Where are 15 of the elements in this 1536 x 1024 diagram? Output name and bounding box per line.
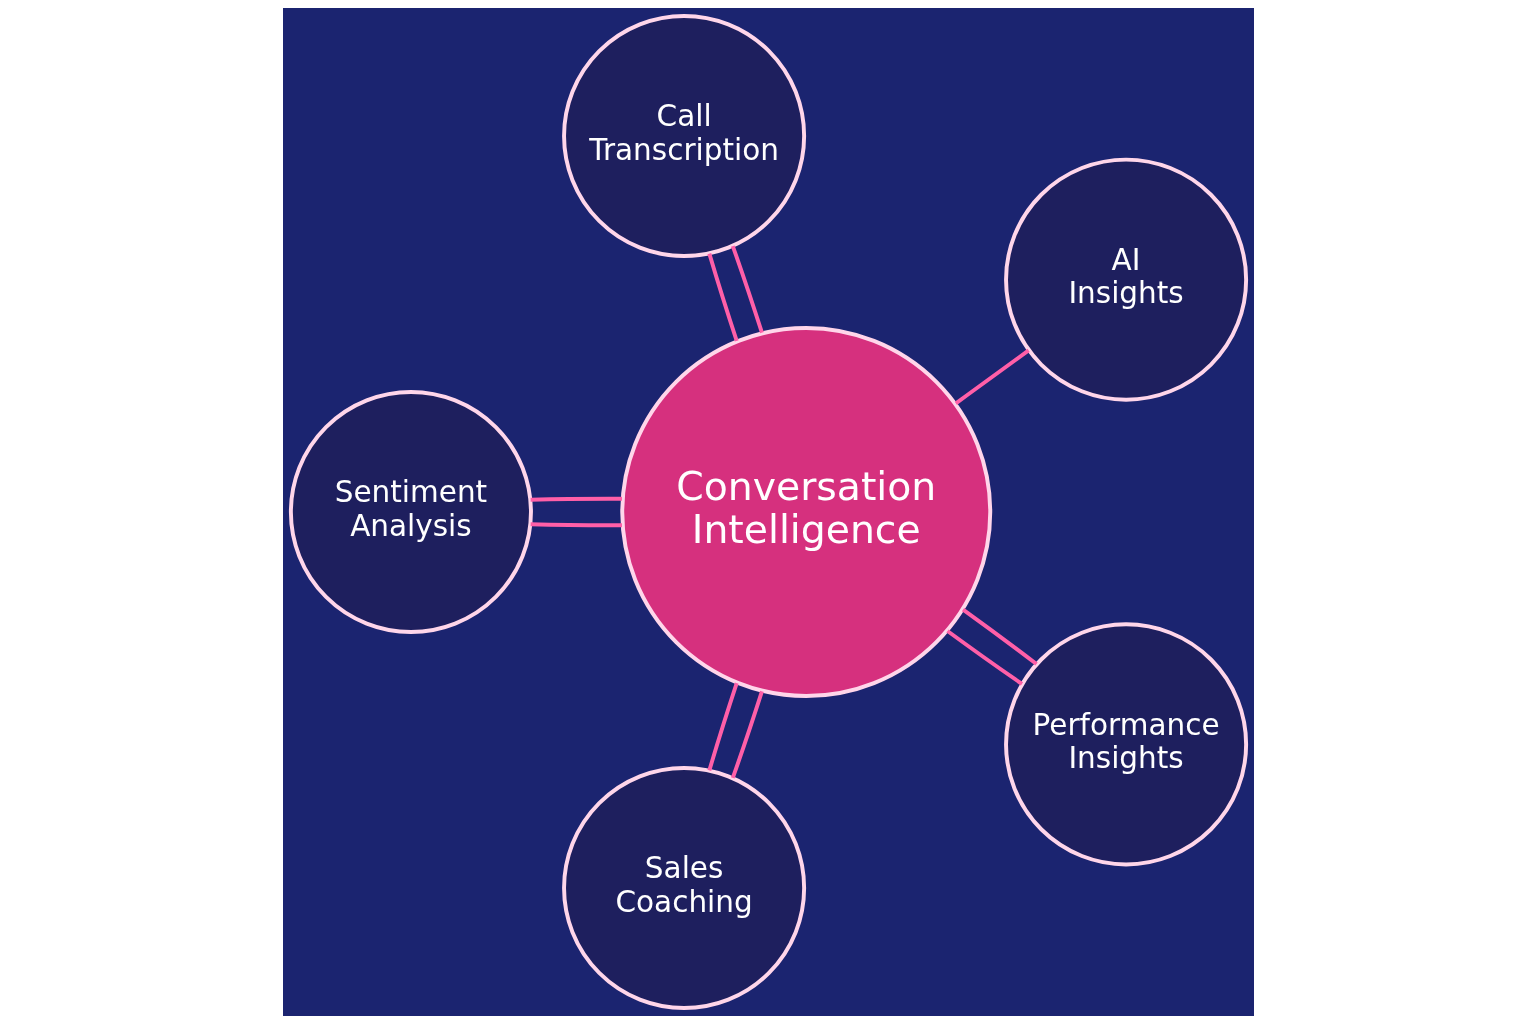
connector — [706, 682, 739, 771]
connector — [706, 253, 739, 342]
node-circle: Conversation Intelligence — [619, 326, 992, 698]
connector — [961, 607, 1038, 666]
connector — [730, 690, 764, 779]
node-circle: Sentiment Analysis — [288, 389, 533, 634]
node-circle: AI Insights — [1003, 157, 1248, 402]
connector — [530, 496, 622, 502]
connector — [954, 348, 1030, 405]
connector — [530, 522, 622, 528]
node-circle: Call Transcription — [561, 14, 806, 259]
connector — [945, 629, 1023, 686]
node-circle: Performance Insights — [1003, 622, 1248, 867]
connector — [730, 245, 764, 334]
node-circle: Sales Coaching — [561, 765, 806, 1010]
